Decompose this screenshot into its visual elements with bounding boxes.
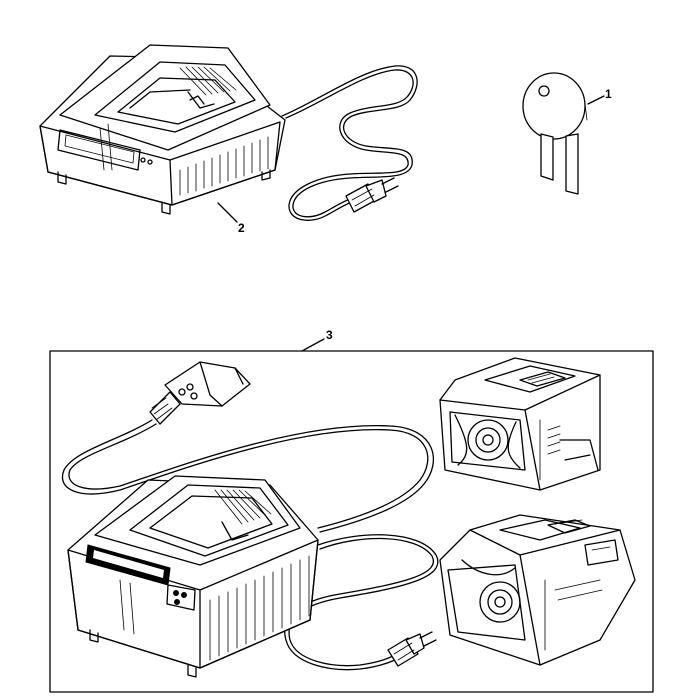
callout-2: 2 (238, 221, 245, 235)
callout-1: 1 (605, 87, 612, 101)
power-cable-icon (281, 65, 418, 221)
battery-pack-alt-icon (439, 514, 636, 666)
leader-line-1 (587, 95, 605, 105)
charger-icon (39, 44, 286, 215)
kit-charger-icon (67, 475, 319, 678)
key-icon (522, 72, 588, 195)
connector-plug-icon (149, 361, 251, 425)
leader-line-2 (217, 202, 238, 223)
kit-frame (49, 350, 654, 693)
leader-line-3 (301, 338, 325, 352)
kit-plug-icon (387, 631, 437, 667)
kit-cable-icon (61, 419, 434, 533)
battery-pack-icon (439, 357, 601, 491)
callout-3: 3 (326, 328, 333, 342)
kit-power-cable-icon (284, 534, 439, 671)
plug-icon (345, 177, 399, 213)
